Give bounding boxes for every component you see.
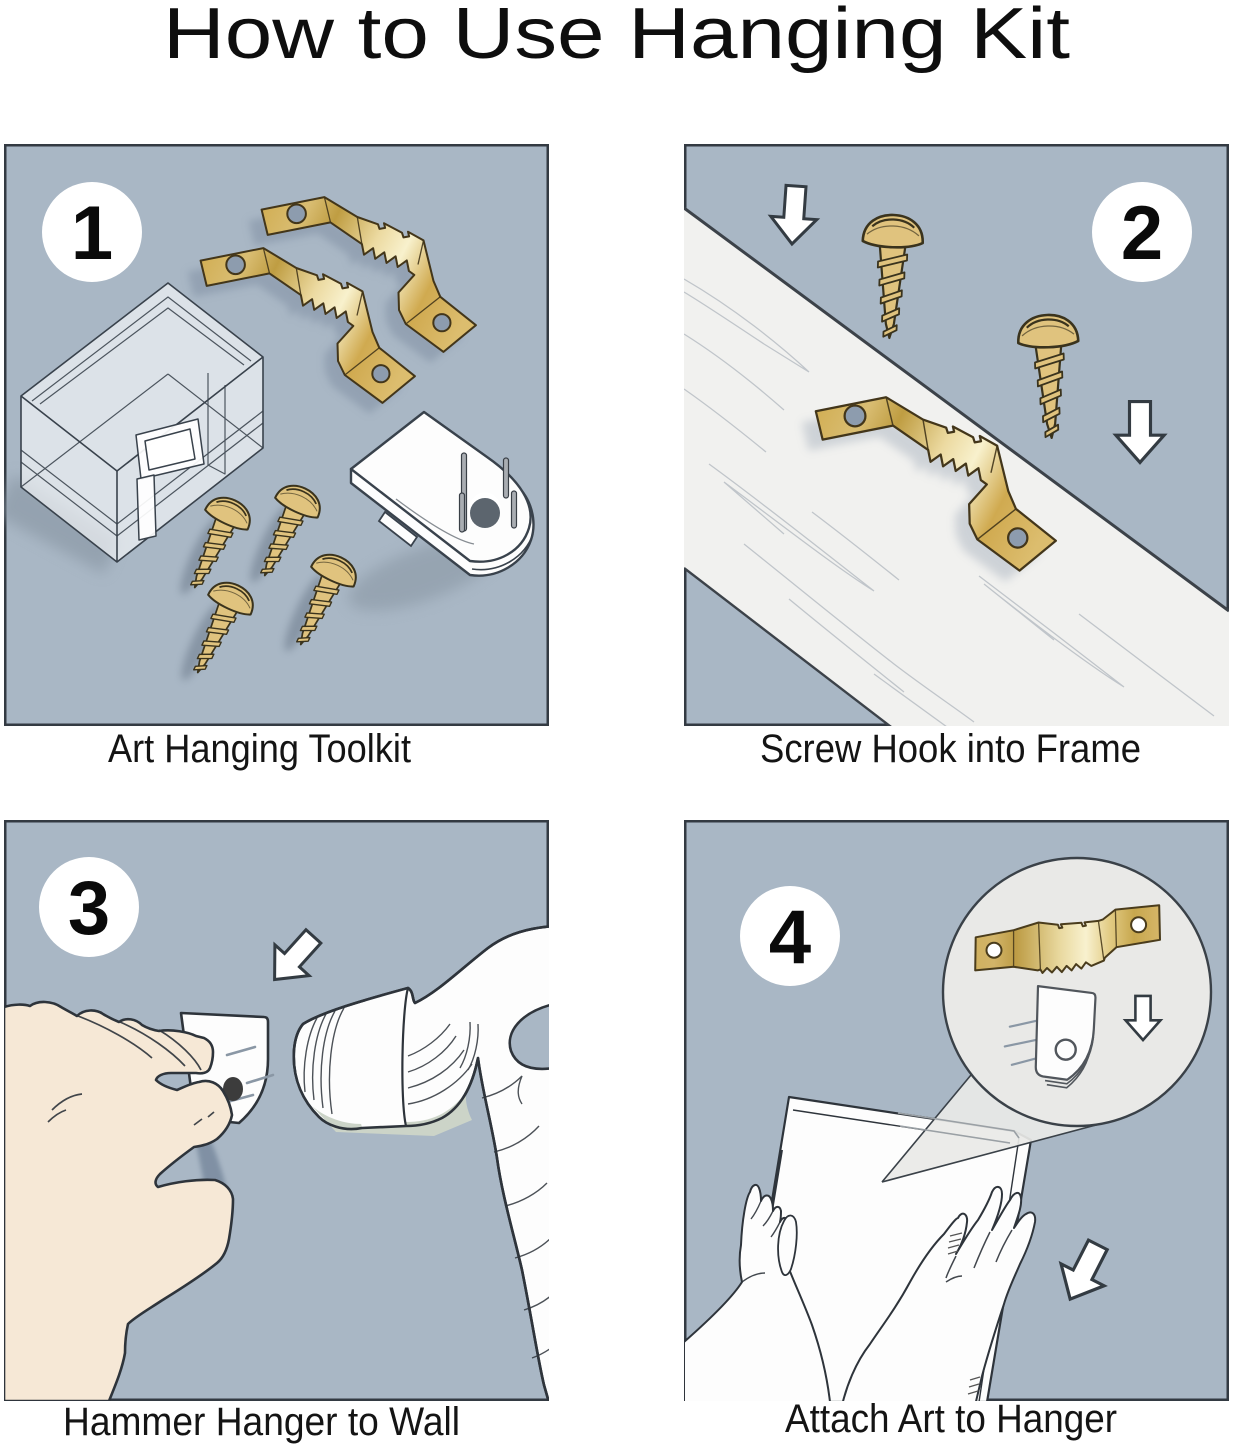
svg-text:3: 3 (68, 866, 110, 951)
svg-text:Hammer Hanger to Wall: Hammer Hanger to Wall (63, 1400, 460, 1444)
svg-text:Attach Art to Hanger: Attach Art to Hanger (785, 1397, 1117, 1441)
svg-text:Screw Hook into Frame: Screw Hook into Frame (760, 727, 1141, 771)
svg-text:Art Hanging Toolkit: Art Hanging Toolkit (108, 727, 411, 771)
svg-text:2: 2 (1121, 191, 1163, 276)
svg-text:4: 4 (769, 895, 811, 980)
svg-text:1: 1 (71, 191, 113, 276)
svg-text:How to Use Hanging Kit: How to Use Hanging Kit (163, 0, 1070, 74)
